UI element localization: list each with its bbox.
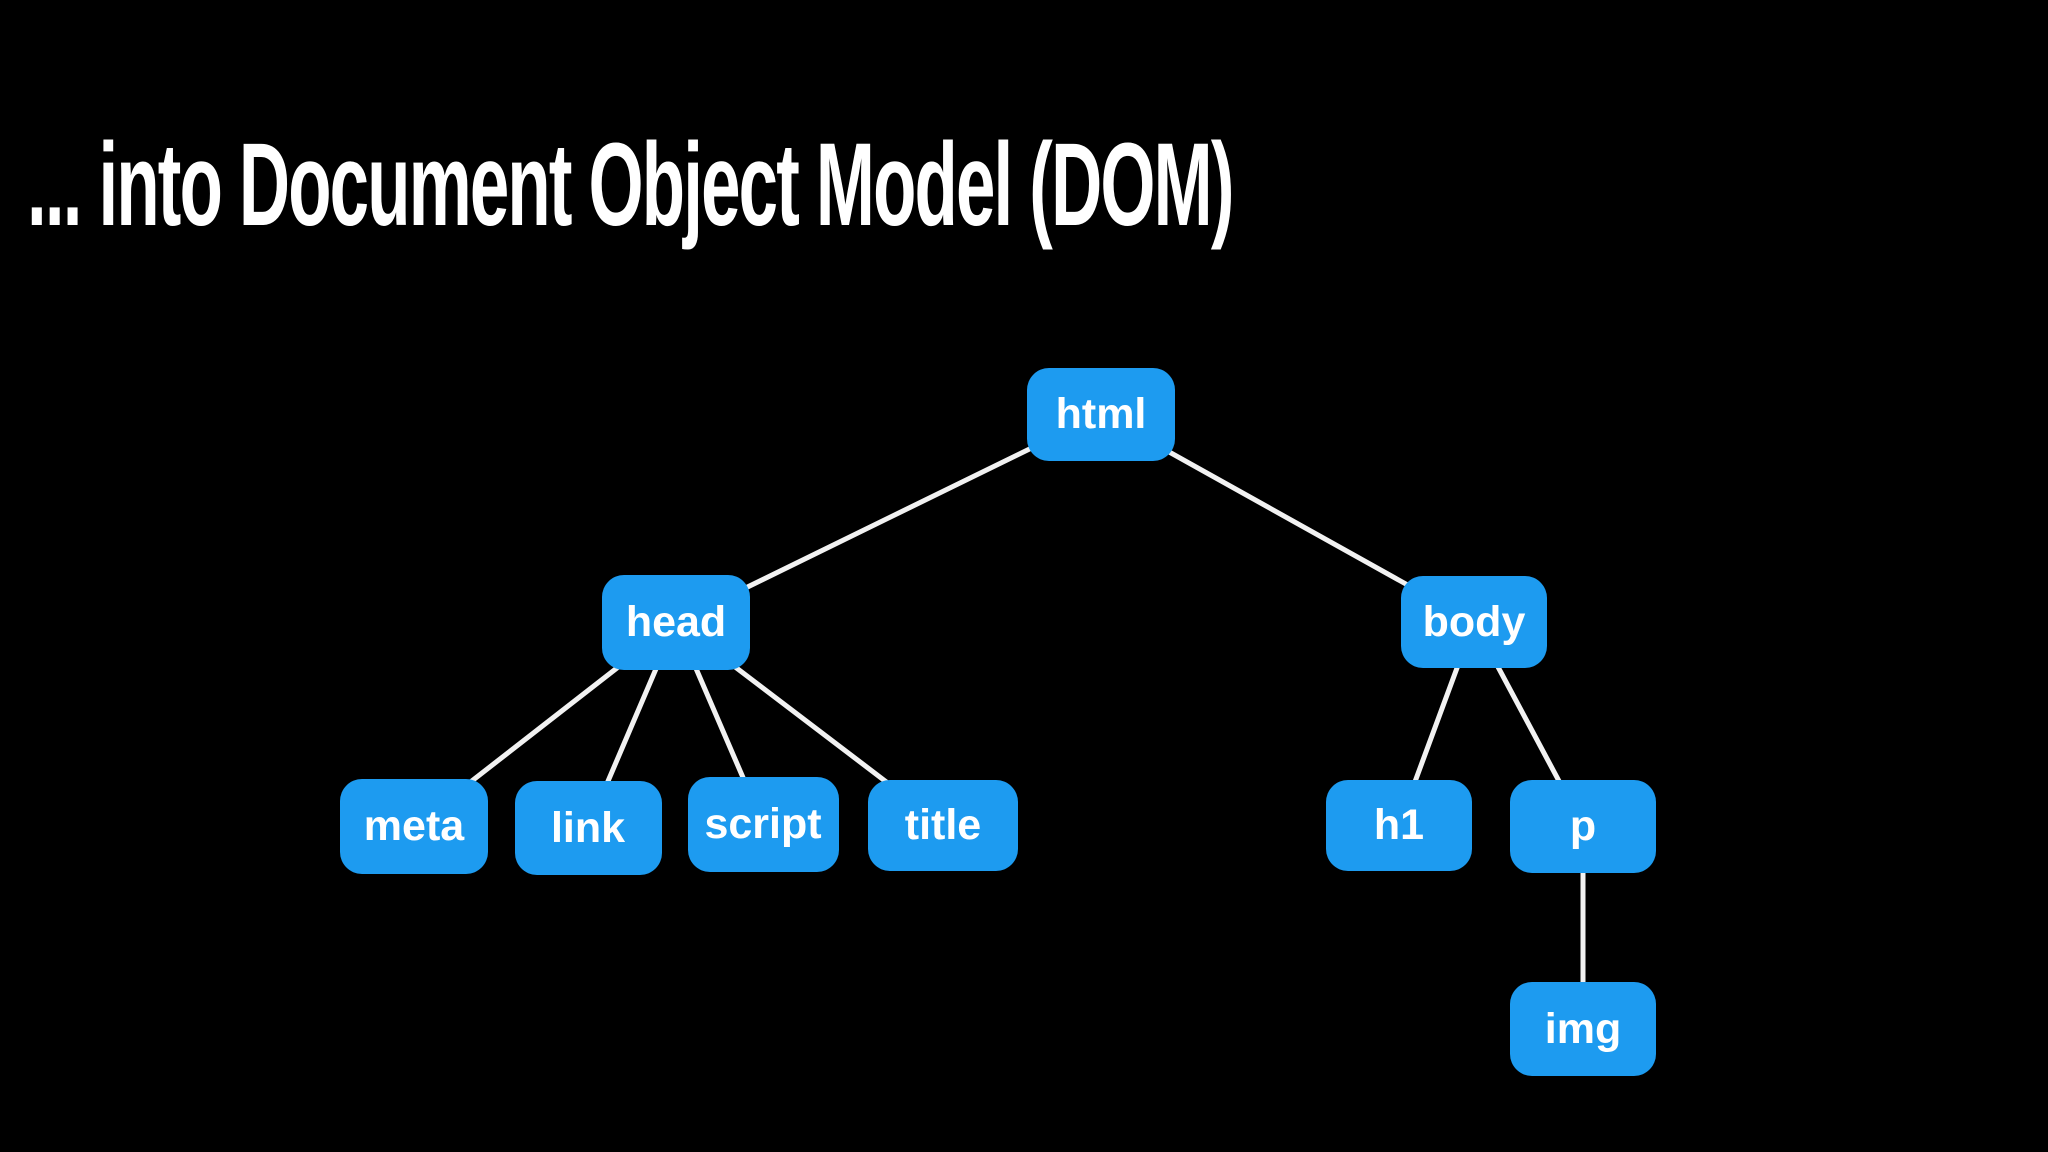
tree-node-label: img <box>1544 1004 1622 1053</box>
tree-node-label: body <box>1422 597 1526 646</box>
tree-node-script: script <box>687 776 839 872</box>
tree-node-body: body <box>1401 576 1547 668</box>
tree-node-label: head <box>625 597 727 646</box>
tree-node-meta: meta <box>340 778 488 874</box>
tree-node-p: p <box>1510 779 1656 873</box>
tree-node-html: html <box>1027 367 1175 461</box>
tree-node-link: link <box>514 781 662 875</box>
tree-node-label: meta <box>363 801 465 850</box>
tree-node-label: h1 <box>1373 800 1425 849</box>
slide-title: ... into Document Object Model (DOM) <box>27 119 1234 251</box>
tree-node-label: p <box>1569 801 1597 850</box>
tree-node-head: head <box>602 574 750 670</box>
tree-node-img: img <box>1510 982 1656 1076</box>
tree-node-h1: h1 <box>1326 779 1472 871</box>
tree-node-label: link <box>550 803 626 852</box>
tree-node-label: title <box>904 800 982 849</box>
tree-node-label: script <box>704 799 822 848</box>
tree-node-label: html <box>1055 389 1147 438</box>
tree-node-title: title <box>868 779 1018 871</box>
